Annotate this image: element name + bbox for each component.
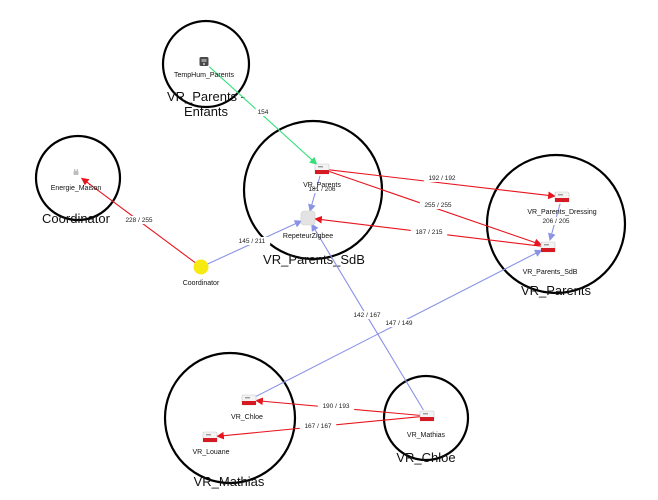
- link-vr_mathias-vr_louane[interactable]: 167 / 167: [216, 416, 421, 440]
- group-circle: [161, 19, 251, 109]
- link-vr_parents-vr_parents_sdb[interactable]: 255 / 255: [328, 170, 543, 247]
- group-circle: [34, 134, 122, 222]
- link-coordinator-energie[interactable]: 228 / 255: [80, 177, 196, 264]
- node-coordinator[interactable]: Coordinator: [183, 259, 220, 288]
- group-circle: [163, 351, 297, 485]
- node-label: TempHum_Parents: [174, 72, 234, 79]
- shutter-module-icon[interactable]: [202, 431, 218, 443]
- link-vr_mathias-vr_chloe[interactable]: 190 / 193: [255, 397, 421, 416]
- link-label: 167 / 167: [304, 423, 331, 430]
- group-label: VR_Parents -: [167, 89, 245, 104]
- link-label-bg: [233, 237, 271, 245]
- link-label-bg: [537, 217, 575, 225]
- node-vr-parents[interactable]: VR_Parents: [303, 163, 341, 189]
- node-label: VR_Parents_SdB: [523, 269, 578, 276]
- link-label: 228 / 255: [125, 217, 152, 224]
- group-coordinator: Coordinator: [34, 134, 122, 226]
- group-label: VR_Mathias: [194, 474, 265, 489]
- plug-icon[interactable]: [73, 169, 79, 175]
- node-repeteur[interactable]: RepeteurZigbee: [283, 210, 333, 240]
- link-label: 181 / 206: [308, 186, 335, 193]
- links-layer: 154 228 / 255 145 / 211 181 / 206 192 / 192 2…: [80, 66, 575, 440]
- link-label: 190 / 193: [322, 403, 349, 410]
- link-label: 142 / 167: [353, 312, 380, 319]
- node-label: VR_Chloe: [231, 414, 263, 421]
- node-vr-parents-sdb[interactable]: VR_Parents_SdB: [523, 241, 578, 276]
- link-label: 154: [258, 109, 269, 116]
- group-mathias: VR_Mathias: [163, 351, 297, 489]
- node-vr-parents-dressing[interactable]: VR_Parents_Dressing: [527, 191, 597, 216]
- link-label: 255 / 255: [424, 202, 451, 209]
- sensor-icon[interactable]: [199, 57, 209, 66]
- shutter-module-icon[interactable]: [241, 394, 257, 406]
- node-label: VR_Louane: [193, 449, 230, 456]
- link-label-bg: [348, 311, 386, 319]
- node-vr-louane[interactable]: VR_Louane: [193, 431, 230, 456]
- link-line[interactable]: [328, 169, 556, 200]
- shutter-module-icon[interactable]: [314, 163, 330, 175]
- link-vr_parents_dressing-vr_parents_sdb[interactable]: 206 / 205: [537, 203, 575, 242]
- shutter-module-icon[interactable]: [419, 410, 435, 422]
- groups-layer: VR_Parents -EnfantsCoordinatorVR_Parents…: [34, 19, 627, 489]
- node-vr-mathias[interactable]: VR_Mathias: [407, 410, 446, 439]
- group-chloe: VR_Chloe: [382, 374, 470, 465]
- shutter-module-icon[interactable]: [540, 241, 556, 253]
- group-label: VR_Parents: [521, 283, 592, 298]
- group-parents: VR_Parents: [485, 153, 627, 298]
- nodes-layer: TempHum_ParentsEnergie_MaisonCoordinator…: [51, 57, 597, 456]
- link-label: 187 / 215: [415, 229, 442, 236]
- link-vr_parents-repeteur[interactable]: 181 / 206: [303, 175, 341, 213]
- shutter-module-icon[interactable]: [554, 191, 570, 203]
- group-label: Coordinator: [42, 211, 111, 226]
- node-label: Coordinator: [183, 280, 220, 287]
- group-label: VR_Chloe: [396, 450, 455, 465]
- node-label: VR_Mathias: [407, 432, 446, 439]
- node-label: RepeteurZigbee: [283, 233, 333, 240]
- link-label: 147 / 149: [385, 320, 412, 327]
- link-label-bg: [380, 319, 418, 327]
- link-coordinator-repeteur[interactable]: 145 / 211: [207, 220, 303, 265]
- group-label: VR_Parents_SdB: [263, 252, 365, 267]
- group-parents-enfants: VR_Parents -Enfants: [161, 19, 251, 119]
- group-circle: [382, 374, 470, 462]
- node-vr-chloe[interactable]: VR_Chloe: [231, 394, 263, 421]
- group-parents-sdb: VR_Parents_SdB: [242, 119, 384, 267]
- group-circle: [485, 153, 627, 295]
- node-label: VR_Parents_Dressing: [527, 209, 596, 216]
- node-temphum[interactable]: TempHum_Parents: [174, 57, 234, 79]
- link-label-bg: [423, 174, 461, 182]
- link-label-bg: [410, 228, 448, 236]
- link-label: 192 / 192: [428, 175, 455, 182]
- link-label: 145 / 211: [239, 238, 266, 245]
- link-vr_parents_sdb-repeteur[interactable]: 187 / 215: [314, 215, 542, 247]
- link-label-bg: [299, 422, 337, 430]
- link-line[interactable]: [308, 175, 321, 213]
- node-label: Energie_Maison: [51, 185, 102, 192]
- link-label-bg: [419, 201, 457, 209]
- link-label: 206 / 205: [542, 218, 569, 225]
- repeater-icon[interactable]: [300, 210, 316, 226]
- link-vr_parents-vr_parents_dressing[interactable]: 192 / 192: [328, 169, 556, 200]
- node-label: VR_Parents: [303, 182, 341, 189]
- link-temphum-vr_parents[interactable]: 154: [208, 66, 318, 165]
- link-label-bg: [255, 108, 271, 116]
- node-energie[interactable]: Energie_Maison: [51, 169, 102, 192]
- group-label: Enfants: [184, 104, 229, 119]
- link-vr_mathias-repeteur[interactable]: 142 / 167: [311, 223, 424, 411]
- coordinator-icon[interactable]: [193, 259, 209, 275]
- link-label-bg: [303, 185, 341, 193]
- link-vr_chloe-vr_parents_sdb[interactable]: 147 / 149: [254, 249, 543, 398]
- link-label-bg: [317, 402, 355, 410]
- link-label-bg: [120, 216, 158, 224]
